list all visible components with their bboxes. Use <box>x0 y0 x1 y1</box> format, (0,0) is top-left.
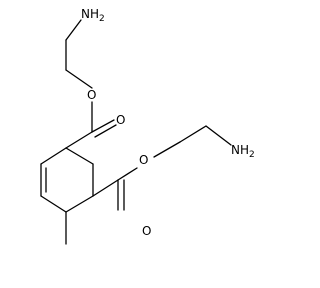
right-chain-bond-2 <box>179 125 207 143</box>
amine-right-h-count: 2 <box>249 150 255 160</box>
ester-top-ring-bond <box>65 131 93 149</box>
ester-top-carbonyl-bond <box>91 119 115 133</box>
amine-top-h: H <box>90 7 99 21</box>
amine-right-h: H <box>240 143 249 157</box>
ring-bond-c3-c4 <box>40 195 67 213</box>
top-chain-bond-1 <box>65 69 93 89</box>
ester-top-carbonyl-bond-2 <box>94 124 117 138</box>
ester-o-right-label: O <box>139 153 148 167</box>
carbonyl-o-right-label: O <box>142 224 151 238</box>
amine-top-label: N H 2 <box>81 7 105 24</box>
right-chain-bond-3 <box>205 125 232 146</box>
ester-right-o-bond <box>117 167 138 181</box>
right-chain-bond-1 <box>153 141 181 158</box>
top-chain-bond-3 <box>65 19 82 41</box>
ester-o-top-label: O <box>87 88 96 102</box>
ring-bond-c1-c2 <box>40 147 67 165</box>
carbonyl-o-top-label: O <box>116 113 125 127</box>
structure-canvas: N H 2 O O O O N H 2 <box>40 7 255 245</box>
amine-top-n: N <box>81 7 90 21</box>
ester-right-ring-bond <box>92 179 119 197</box>
molecule-diagram: N H 2 O O O O N H 2 <box>40 7 255 245</box>
amine-right-n: N <box>231 143 240 157</box>
amine-right-label: N H 2 <box>231 143 255 160</box>
ring-bond-c4-c5 <box>65 195 94 213</box>
amine-top-h-count: 2 <box>99 14 105 24</box>
ring-bond-c6-c1 <box>65 147 94 165</box>
